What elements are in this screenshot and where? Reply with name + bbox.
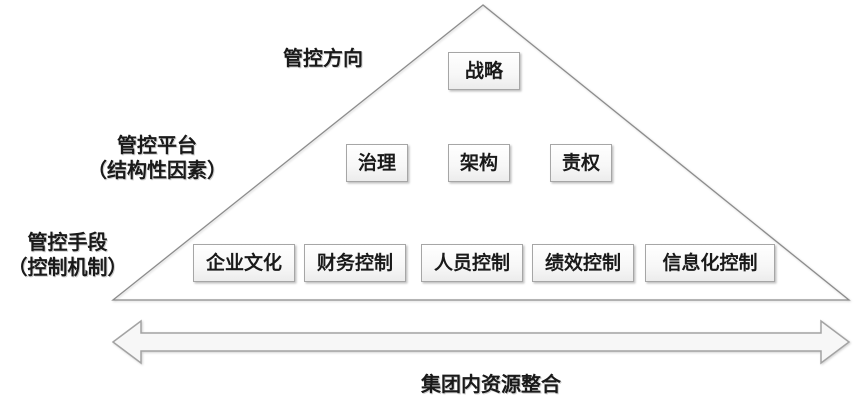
level-platform-label-line1: 管控平台 [117, 135, 197, 157]
level-means-label-line1: 管控手段 [27, 232, 108, 254]
arrow-caption: 集团内资源整合 [421, 374, 561, 396]
pyramid-triangle-outline [111, 4, 851, 301]
box-financial-control: 财务控制 [304, 244, 406, 282]
bidirectional-arrow [111, 319, 851, 365]
box-strategy: 战略 [448, 52, 520, 90]
level-means-label-line2: （控制机制） [7, 257, 128, 279]
box-corporate-culture: 企业文化 [193, 244, 295, 282]
level-direction-label: 管控方向 [258, 47, 388, 72]
box-governance: 治理 [346, 144, 408, 182]
box-accountability: 责权 [550, 144, 612, 182]
box-personnel-control: 人员控制 [421, 244, 523, 282]
box-informatization-control: 信息化控制 [645, 244, 775, 282]
box-performance-control: 绩效控制 [532, 244, 634, 282]
level-direction-label-line1: 管控方向 [283, 48, 363, 70]
level-means-label: 管控手段 （控制机制） [0, 231, 135, 281]
level-platform-label: 管控平台 （结构性因素） [82, 134, 232, 184]
box-structure: 架构 [448, 144, 510, 182]
level-platform-label-line2: （结构性因素） [87, 160, 227, 182]
